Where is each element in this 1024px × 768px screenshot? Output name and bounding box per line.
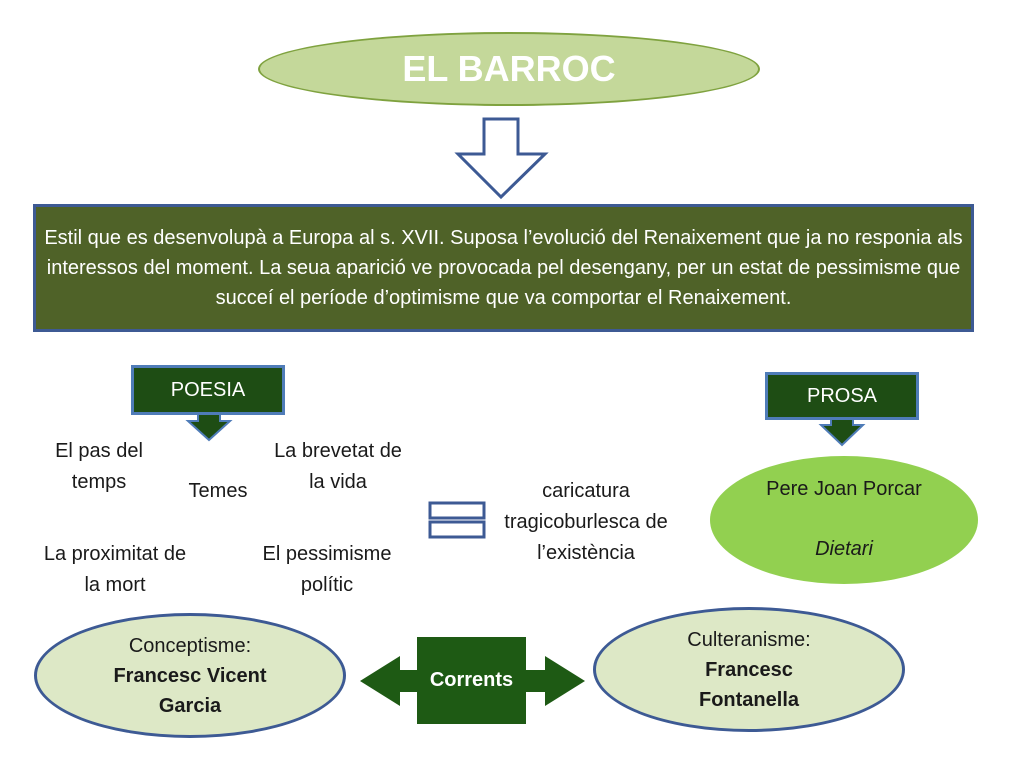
temes-label: Temes	[188, 480, 248, 502]
equals-icon	[428, 501, 486, 539]
title-oval: EL BARROC	[258, 32, 760, 106]
poesia-label: POESIA	[170, 378, 246, 401]
page-title: EL BARROC	[402, 48, 616, 89]
conceptisme-oval: Conceptisme: Francesc Vicent Garcia	[34, 613, 346, 738]
poesia-arrow-icon	[185, 412, 233, 442]
prosa-arrow-icon	[818, 417, 866, 447]
corrents-box: Corrents	[417, 637, 526, 724]
prosa-author: Pere Joan Porcar	[766, 478, 922, 500]
description-box: Estil que es desenvolupà a Europa al s. …	[33, 204, 974, 332]
culteranisme-label: Culteranisme:	[687, 628, 811, 651]
conceptisme-label: Conceptisme:	[128, 634, 252, 657]
culteranisme-author: Francesc Fontanella	[698, 658, 799, 711]
tema-brevetat-vida: La brevetat de la vida	[274, 440, 402, 493]
caricatura-text: caricatura tragicoburlesca de l’existènc…	[504, 480, 668, 564]
corrents-label: Corrents	[429, 669, 514, 691]
tema-pas-del-temps: El pas del temps	[55, 440, 143, 493]
tema-pessimisme-politic: El pessimisme polític	[262, 543, 392, 596]
prosa-label: PROSA	[806, 384, 878, 407]
prosa-author-oval: Pere Joan Porcar Dietari	[710, 456, 978, 584]
tema-proximitat-mort: La proximitat de la mort	[43, 543, 187, 596]
conceptisme-author: Francesc Vicent Garcia	[113, 664, 267, 717]
culteranisme-oval: Culteranisme: Francesc Fontanella	[593, 607, 905, 732]
down-arrow-icon	[454, 117, 549, 200]
prosa-work: Dietari	[815, 538, 873, 560]
prosa-box: PROSA	[765, 372, 919, 420]
poesia-box: POESIA	[131, 365, 285, 415]
description-text: Estil que es desenvolupà a Europa al s. …	[44, 227, 963, 309]
